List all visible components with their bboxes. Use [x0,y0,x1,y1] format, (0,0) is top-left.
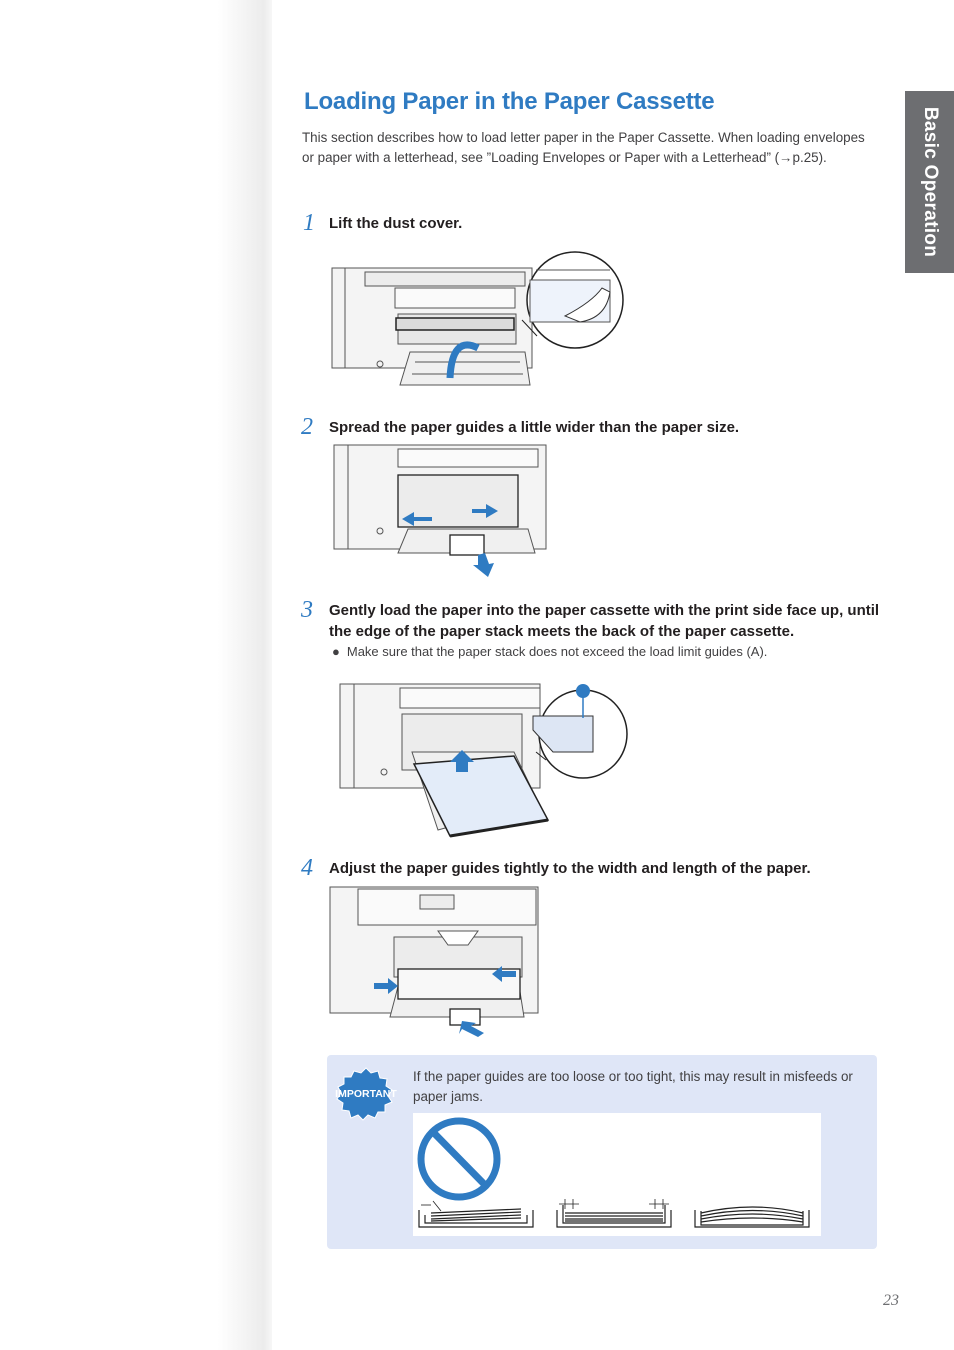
guides-correct [556,1199,672,1228]
important-badge-label: IMPORTANT [335,1088,397,1100]
page-margin-shade [0,0,272,1350]
load-paper-illustration [339,683,628,838]
prohibited-icon [417,1117,501,1201]
paper-guides-spread-illustration [333,444,547,577]
section-tab: Basic Operation [905,91,954,273]
page-number: 23 [883,1292,899,1309]
step-4-number: 4 [301,855,313,881]
adjust-guides-illustration [329,886,539,1037]
important-text: If the paper guides are too loose or too… [413,1069,853,1104]
step-3-bullet-text: Make sure that the paper stack does not … [346,644,768,659]
intro-paragraph: This section describes how to load lette… [302,130,865,165]
step-2-number: 2 [301,414,313,440]
step-3-bullet: ●Make sure that the paper stack does not… [332,644,768,659]
guide-fit-examples-illustration [413,1113,821,1236]
section-tab-label: Basic Operation [919,106,941,258]
step-2-text: Spread the paper guides a little wider t… [329,419,740,436]
step-3-text: Gently load the paper into the paper cas… [329,602,880,640]
page-title: Loading Paper in the Paper Cassette [304,88,715,115]
important-badge-icon: IMPORTANT [335,1067,397,1121]
step-3-number: 3 [301,597,313,623]
step-1-number: 1 [303,210,315,236]
dust-cover-illustration [331,251,624,386]
step-4-text: Adjust the paper guides tightly to the w… [329,860,811,877]
guides-too-loose [418,1200,534,1228]
step-1-text: Lift the dust cover. [329,215,463,232]
guides-too-tight [694,1206,810,1228]
